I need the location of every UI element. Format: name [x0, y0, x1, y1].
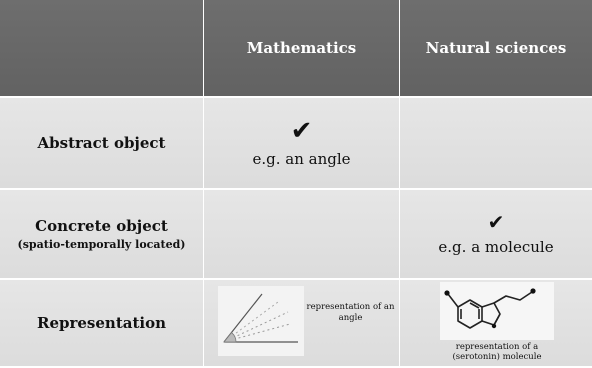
angle-diagram-icon [217, 286, 304, 356]
angle-caption: representation of an angle [306, 302, 395, 323]
cell-abstract-math: ✔ e.g. an angle [204, 98, 400, 190]
cell-abstract-natural [400, 98, 592, 190]
cell-concrete-math [204, 190, 400, 280]
cell-concrete-natural: ✔ e.g. a molecule [400, 190, 592, 280]
cell-representation-natural: representation of a (serotonin) molecule [400, 280, 592, 368]
header-natural-sciences: Natural sciences [400, 0, 592, 98]
row-label-abstract: Abstract object [0, 98, 204, 190]
header-corner [0, 0, 204, 98]
example-angle: e.g. an angle [252, 150, 351, 168]
angle-representation: representation of an angle [204, 280, 400, 366]
header-mathematics: Mathematics [204, 0, 400, 98]
example-molecule: e.g. a molecule [438, 238, 554, 256]
row-label-representation: Representation [0, 280, 204, 368]
concrete-subtitle: (spatio-temporally located) [17, 238, 186, 251]
serotonin-molecule-icon [440, 282, 554, 340]
checkmark-icon: ✔ [290, 116, 313, 146]
cell-representation-math: representation of an angle [204, 280, 400, 368]
checkmark-icon: ✔ [487, 210, 505, 234]
concrete-title: Concrete object [35, 217, 168, 235]
molecule-caption: representation of a (serotonin) molecule [452, 342, 542, 363]
row-label-concrete: Concrete object (spatio-temporally locat… [0, 190, 204, 280]
molecule-representation: representation of a (serotonin) molecule [400, 280, 592, 366]
